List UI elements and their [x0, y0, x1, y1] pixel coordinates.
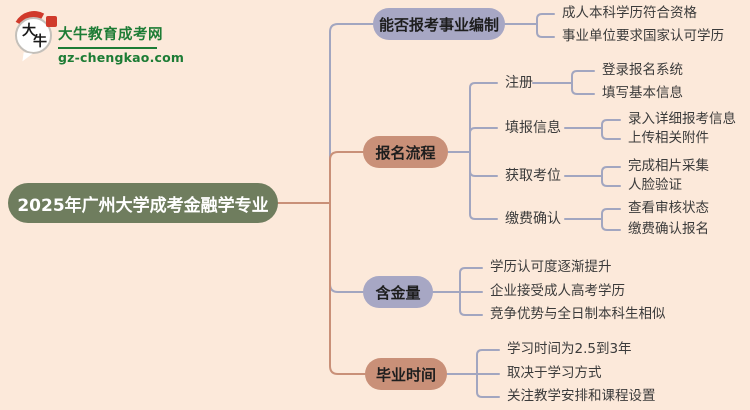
branch-topic-value: 含金量 [363, 276, 433, 308]
leaf-node: 填写基本信息 [602, 85, 683, 101]
root-topic: 2025年广州大学成考金融学专业 [8, 183, 278, 223]
leaf-node: 成人本科学历符合资格 [562, 5, 697, 21]
leaf-node: 事业单位要求国家认可学历 [562, 28, 724, 44]
leaf-node: 企业接受成人高考学历 [490, 283, 625, 299]
leaf-node: 录入详细报考信息 [628, 111, 736, 127]
branch-topic-registration-process: 报名流程 [363, 136, 448, 168]
leaf-node: 登录报名系统 [602, 62, 683, 78]
site-logo[interactable]: 大 牛 大牛教育成考网 gz-chengkao.com [8, 6, 194, 65]
leaf-node: 人脸验证 [628, 177, 682, 193]
logo-red-seal-icon [46, 16, 57, 27]
logo-char-1: 大 [22, 23, 36, 39]
leaf-node: 缴费确认报名 [628, 221, 709, 237]
logo-divider [58, 47, 157, 49]
logo-text-block: 大牛教育成考网 gz-chengkao.com [58, 23, 184, 65]
branch-topic-career-eligibility: 能否报考事业编制 [373, 8, 505, 40]
leaf-node: 关注教学安排和课程设置 [507, 388, 656, 404]
leaf-node: 查看审核状态 [628, 200, 709, 216]
leaf-node: 取决于学习方式 [507, 365, 602, 381]
logo-domain: gz-chengkao.com [58, 50, 185, 65]
sub-topic-register: 注册 [505, 75, 533, 91]
sub-topic-get-seat: 获取考位 [505, 168, 561, 184]
sub-topic-fill-info: 填报信息 [505, 120, 561, 136]
leaf-node: 上传相关附件 [628, 130, 709, 146]
logo-speech-bubble-icon [15, 17, 52, 54]
branch-topic-graduation-time: 毕业时间 [365, 358, 447, 390]
leaf-node: 竞争优势与全日制本科生相似 [490, 306, 666, 322]
sub-topic-pay-confirm: 缴费确认 [505, 211, 561, 227]
leaf-node: 完成相片采集 [628, 158, 709, 174]
logo-bubble-tail [22, 52, 33, 63]
logo-char-2: 牛 [33, 34, 47, 50]
logo-title: 大牛教育成考网 [58, 27, 163, 43]
leaf-node: 学习时间为2.5到3年 [507, 341, 632, 357]
leaf-node: 学历认可度逐渐提升 [490, 259, 612, 275]
